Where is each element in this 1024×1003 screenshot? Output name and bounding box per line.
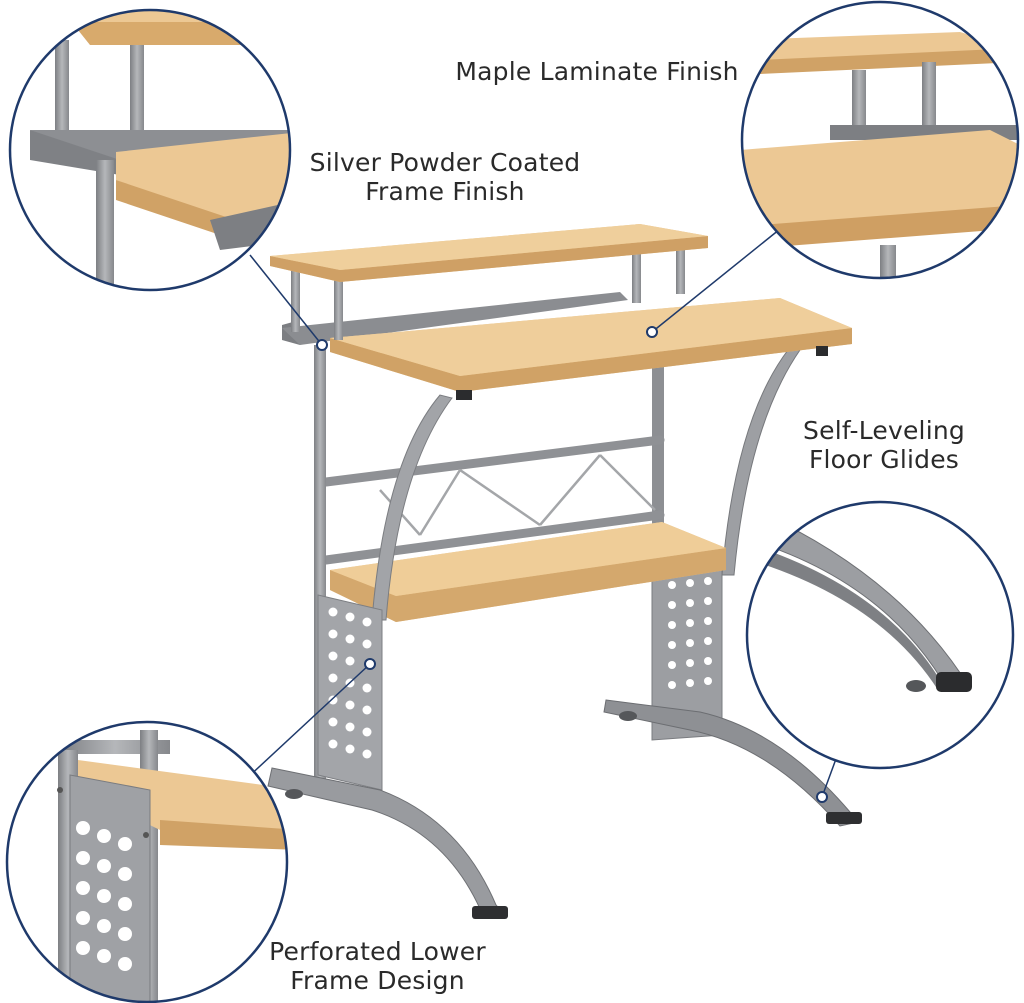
detail-circle-perforated: [5, 720, 289, 1003]
callout-silver-line2: Frame Finish: [365, 177, 525, 206]
callout-perforated-frame: Perforated Lower Frame Design: [250, 937, 505, 995]
callout-perforated-line1: Perforated Lower: [269, 937, 486, 966]
leader-dots: [316, 326, 828, 803]
callout-maple-laminate: Maple Laminate Finish: [436, 57, 758, 86]
lower-shelf: [330, 522, 726, 622]
top-shelf: [270, 224, 708, 340]
detail-circle-frame: [8, 8, 292, 292]
back-frame: [603, 349, 862, 827]
callout-maple-line1: Maple Laminate Finish: [455, 57, 739, 86]
leader-lines: [244, 224, 841, 798]
front-panel-holes: [328, 607, 372, 759]
desk: [267, 224, 862, 919]
detail-circle-glides: [745, 500, 1015, 770]
front-left-frame: [267, 345, 508, 919]
detail-circle-laminate: [740, 0, 1020, 280]
callout-glides-line2: Floor Glides: [808, 445, 960, 474]
callout-silver-line1: Silver Powder Coated: [309, 148, 581, 177]
callout-perforated-line2: Frame Design: [290, 966, 465, 995]
back-panel-holes: [668, 577, 712, 689]
callout-silver-frame: Silver Powder Coated Frame Finish: [290, 148, 600, 206]
main-desktop: [282, 292, 852, 400]
callout-floor-glides: Self-Leveling Floor Glides: [784, 416, 984, 474]
callout-glides-line1: Self-Leveling: [803, 416, 965, 445]
